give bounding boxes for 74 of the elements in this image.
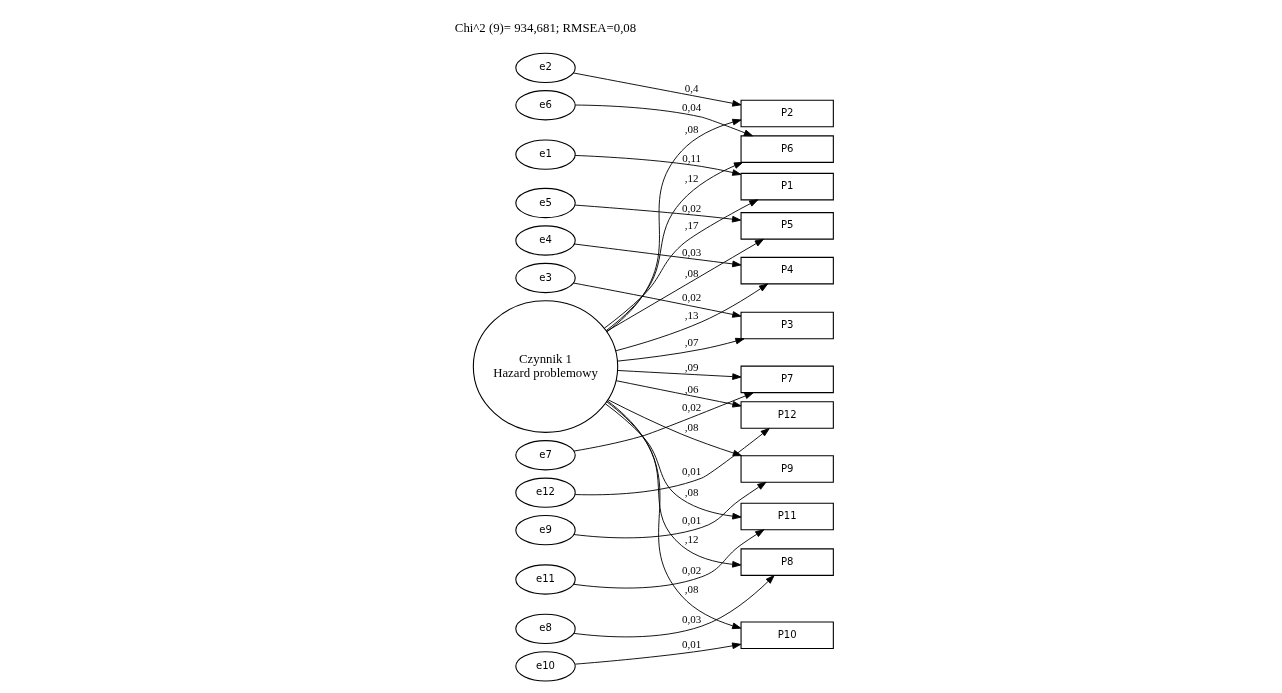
node-box: P12 [740, 401, 834, 429]
node-ellipse: e1 [515, 139, 576, 170]
edge-label: 0,11 [682, 151, 702, 164]
node-ellipse: e6 [515, 90, 576, 121]
edge-label: 0,01 [682, 637, 702, 650]
edge-label: 0,02 [682, 201, 702, 214]
edge-label: 0,01 [682, 464, 702, 477]
node-box: P3 [740, 311, 834, 340]
node-ellipse: e4 [515, 225, 576, 256]
edge-label: 0,01 [682, 514, 702, 527]
edge-label: 0,02 [682, 401, 702, 414]
arrow [617, 337, 745, 362]
node-box: P1 [740, 172, 834, 201]
node-box: P9 [740, 455, 834, 483]
arrow [574, 204, 742, 223]
edge-label: ,06 [684, 382, 699, 395]
arrow [605, 161, 744, 332]
node-ellipse: e8 [515, 613, 576, 644]
node-ellipse: e3 [515, 262, 576, 294]
edge-label: ,08 [684, 421, 699, 434]
arrow [606, 401, 742, 568]
edge-label: ,08 [684, 266, 699, 279]
arrow [606, 400, 742, 630]
node-box: P2 [740, 99, 834, 128]
edge-label: ,12 [684, 171, 699, 184]
node-ellipse: e2 [515, 52, 576, 83]
node-box: P7 [740, 365, 834, 394]
node-box: P11 [740, 502, 834, 531]
edge-label: ,08 [684, 123, 699, 136]
node-ellipse: e12 [515, 477, 576, 508]
node-ellipse: e9 [515, 515, 576, 546]
node-ellipse: e7 [515, 440, 576, 471]
arrow [606, 118, 742, 333]
arrow [615, 380, 742, 408]
arrow [603, 199, 759, 329]
edge-label: 0,02 [682, 563, 702, 576]
node-box: P6 [740, 135, 834, 163]
arrow [617, 370, 742, 380]
arrow [574, 104, 754, 137]
arrow [607, 399, 742, 457]
node-box: P10 [740, 621, 834, 650]
arrow [573, 72, 742, 107]
arrow [573, 392, 754, 452]
arrow [573, 529, 765, 589]
label: Chi^2 (9)= 934,681; RMSEA=0,08 [454, 20, 637, 35]
edge-label: ,07 [684, 336, 699, 349]
arrow [574, 642, 742, 665]
node-box: P8 [740, 548, 834, 576]
edge-label: 0,02 [682, 291, 702, 304]
edge-label: ,08 [684, 485, 699, 498]
edge-label: ,08 [684, 582, 699, 595]
arrow [573, 575, 775, 638]
edge-label: 0,03 [682, 613, 702, 625]
node-box: P5 [740, 212, 834, 240]
edge-label: 0,04 [682, 101, 702, 114]
node-circle: Czynnik 1 Hazard problemowy [472, 300, 619, 433]
node-ellipse: e5 [515, 187, 576, 219]
arrow [574, 155, 742, 176]
arrow [573, 243, 742, 268]
node-ellipse: e10 [515, 651, 576, 682]
node-box: P4 [740, 256, 834, 285]
arrow [606, 238, 764, 332]
edge-label: ,17 [684, 219, 699, 232]
edge-label: 0,4 [684, 82, 699, 95]
edge-label: ,12 [684, 532, 699, 545]
arrow [615, 283, 769, 352]
edge-label: ,09 [684, 360, 699, 373]
arrow [574, 428, 770, 496]
edge-label: 0,03 [682, 245, 702, 258]
edge-label: ,13 [684, 308, 699, 321]
node-ellipse: e11 [515, 564, 576, 595]
arrow [573, 282, 742, 318]
arrow [573, 481, 767, 539]
arrow [604, 403, 742, 520]
